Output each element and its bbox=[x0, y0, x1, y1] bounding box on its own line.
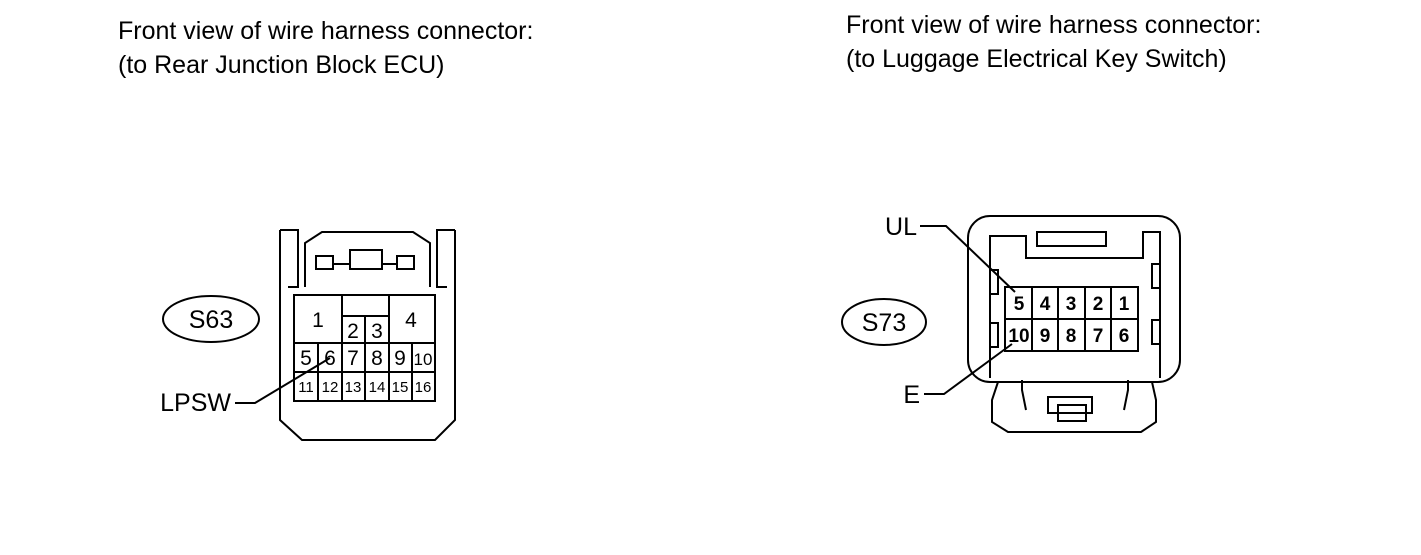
right-connector-caption: Front view of wire harness connector: (t… bbox=[846, 8, 1261, 76]
ul-callout-line bbox=[920, 225, 1016, 293]
left-pin-grid bbox=[294, 295, 435, 401]
right-caption-line2: (to Luggage Electrical Key Switch) bbox=[846, 45, 1227, 73]
pin-label: 4 bbox=[1040, 294, 1051, 315]
left-caption-line2: (to Rear Junction Block ECU) bbox=[118, 51, 445, 79]
pin-label: 14 bbox=[369, 379, 386, 396]
pin-label: 10 bbox=[414, 350, 433, 369]
right-caption-line1: Front view of wire harness connector: bbox=[846, 11, 1262, 39]
e-label: E bbox=[903, 381, 920, 409]
pin-label: 1 bbox=[312, 309, 324, 332]
pin-label: 4 bbox=[405, 309, 417, 332]
pin-label: 7 bbox=[347, 347, 359, 370]
left-caption-line1: Front view of wire harness connector: bbox=[118, 17, 534, 45]
pin-label: 2 bbox=[1093, 294, 1104, 315]
pin-label: 3 bbox=[371, 320, 383, 343]
lpsw-label: LPSW bbox=[160, 389, 231, 417]
right-connector-body bbox=[967, 215, 1181, 433]
right-connector-id-oval bbox=[841, 298, 927, 346]
pin-label: 11 bbox=[298, 379, 314, 396]
pin-label: 9 bbox=[394, 347, 406, 370]
right-connector-id: S73 bbox=[862, 309, 906, 337]
pin-label: 6 bbox=[1119, 326, 1130, 347]
pin-label: 15 bbox=[392, 379, 409, 396]
left-pin-labels: 1 2 3 4 5 6 7 8 9 10 bbox=[300, 309, 432, 370]
right-pin-labels: 5 4 3 2 1 10 9 8 7 6 bbox=[1008, 294, 1129, 347]
pin-label: 5 bbox=[300, 347, 312, 370]
pin-label: 6 bbox=[324, 347, 336, 370]
pin-label: 2 bbox=[347, 320, 359, 343]
left-connector-id-oval bbox=[162, 295, 260, 343]
pin-label: 8 bbox=[371, 347, 383, 370]
pin-label: 10 bbox=[1008, 326, 1029, 347]
pin-label: 16 bbox=[415, 379, 432, 396]
left-connector-id: S63 bbox=[189, 306, 233, 334]
pin-label: 3 bbox=[1066, 294, 1077, 315]
lpsw-callout-line bbox=[235, 357, 331, 404]
pin-label: 8 bbox=[1066, 326, 1077, 347]
pin-label: 5 bbox=[1014, 294, 1025, 315]
pin-label: 12 bbox=[322, 379, 339, 396]
e-callout-line bbox=[924, 343, 1013, 395]
left-pin-labels-small: 11 12 13 14 15 16 bbox=[298, 379, 431, 396]
pin-label: 1 bbox=[1119, 294, 1130, 315]
pin-label: 7 bbox=[1093, 326, 1104, 347]
ul-label: UL bbox=[885, 213, 917, 241]
left-connector-caption: Front view of wire harness connector: (t… bbox=[118, 14, 533, 82]
pin-label: 13 bbox=[345, 379, 362, 396]
left-connector-body bbox=[279, 229, 456, 441]
pin-label: 9 bbox=[1040, 326, 1051, 347]
